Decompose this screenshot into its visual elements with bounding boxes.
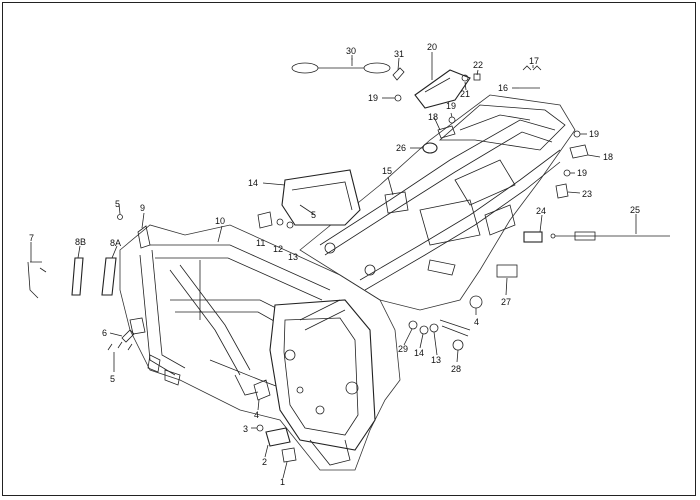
part-6-clamp: [121, 329, 135, 343]
rear-subframe: [319, 104, 566, 291]
part-12-washer: [276, 218, 284, 226]
part-5-bolt-top: [117, 214, 123, 220]
callout-19b: 19: [446, 101, 456, 111]
part-21-bolt: [461, 74, 469, 82]
part-13-nut-b: [429, 323, 439, 333]
callout-labels: 1 2 3 4 4 5 5 5 6 7 8A 8B 9 10 11 12 13 …: [29, 42, 640, 487]
part-13-nut-a: [286, 221, 294, 229]
part-18-bracket-b: [569, 144, 589, 159]
part-17-grommets: [522, 65, 542, 71]
part-24-block: [523, 231, 543, 243]
callout-10: 10: [215, 216, 225, 226]
callout-18b: 18: [603, 152, 613, 162]
callout-26: 26: [396, 143, 406, 153]
callout-19d: 19: [577, 168, 587, 178]
part-19-bolt-a: [394, 94, 402, 102]
part-18-bracket-a: [437, 125, 456, 139]
callout-25: 25: [630, 205, 640, 215]
callout-12: 12: [273, 244, 283, 254]
part-19-bolt-b: [448, 116, 456, 124]
part-25-cable: [550, 231, 670, 241]
callout-21: 21: [460, 89, 470, 99]
callout-28: 28: [451, 364, 461, 374]
callout-4b: 4: [474, 317, 479, 327]
callout-13b: 13: [431, 355, 441, 365]
main-frame-group-outline: [119, 224, 401, 471]
callout-27: 27: [501, 297, 511, 307]
callout-14a: 14: [248, 178, 258, 188]
callout-18a: 18: [428, 112, 438, 122]
callout-17: 17: [529, 56, 539, 66]
callout-15: 15: [382, 166, 392, 176]
part-28-bolt: [439, 319, 471, 337]
part-4-collar-a: [253, 379, 271, 401]
part-23-bracket: [555, 183, 569, 199]
part-29-washer: [408, 320, 418, 330]
part-4-collar-b: [469, 295, 483, 309]
part-27-bracket: [496, 264, 518, 278]
callout-30: 30: [346, 46, 356, 56]
part-14-cover: [281, 169, 361, 226]
callout-1: 1: [280, 477, 285, 487]
callout-4a: 4: [254, 410, 259, 420]
callout-13a: 13: [288, 252, 298, 262]
part-3-washer: [256, 424, 264, 432]
part-9-clip: [137, 225, 151, 249]
callout-9: 9: [140, 203, 145, 213]
part-5-screws: [107, 341, 133, 351]
callout-3: 3: [243, 424, 248, 434]
callout-31: 31: [394, 49, 404, 59]
callout-5c: 5: [110, 374, 115, 384]
rear-subframe-group-outline: [299, 94, 576, 311]
part-31-clip: [392, 67, 405, 81]
callout-14b: 14: [414, 348, 424, 358]
callout-16: 16: [498, 83, 508, 93]
callout-6: 6: [102, 328, 107, 338]
callout-8b: 8B: [75, 237, 86, 247]
callout-23: 23: [582, 189, 592, 199]
callout-2: 2: [262, 457, 267, 467]
callout-8a: 8A: [110, 238, 121, 248]
part-8a-strip: [101, 257, 117, 296]
part-15-bracket: [384, 191, 409, 214]
part-11-bracket: [257, 211, 273, 229]
part-1-bolt: [281, 447, 297, 463]
part-26-grommet: [422, 142, 438, 154]
callout-7: 7: [29, 233, 34, 243]
main-frame: [129, 244, 376, 466]
part-30-cable-loop: [291, 58, 391, 74]
part-14-spacer: [419, 325, 429, 335]
callout-5a: 5: [115, 199, 120, 209]
callout-29: 29: [398, 344, 408, 354]
callout-24: 24: [536, 206, 546, 216]
part-8b-strip: [71, 257, 84, 296]
callout-11: 11: [256, 238, 265, 248]
part-19-bolt-c: [573, 130, 581, 138]
part-20-bracket: [414, 69, 471, 109]
callout-22: 22: [473, 60, 483, 70]
part-7-bracket: [27, 261, 47, 299]
part-2-bushing: [265, 427, 291, 447]
callout-19c: 19: [589, 129, 599, 139]
callout-20: 20: [427, 42, 437, 52]
leader-lines: [30, 52, 637, 479]
callout-5b: 5: [311, 210, 316, 220]
callout-19a: 19: [368, 93, 378, 103]
part-19-bolt-d: [563, 169, 571, 177]
